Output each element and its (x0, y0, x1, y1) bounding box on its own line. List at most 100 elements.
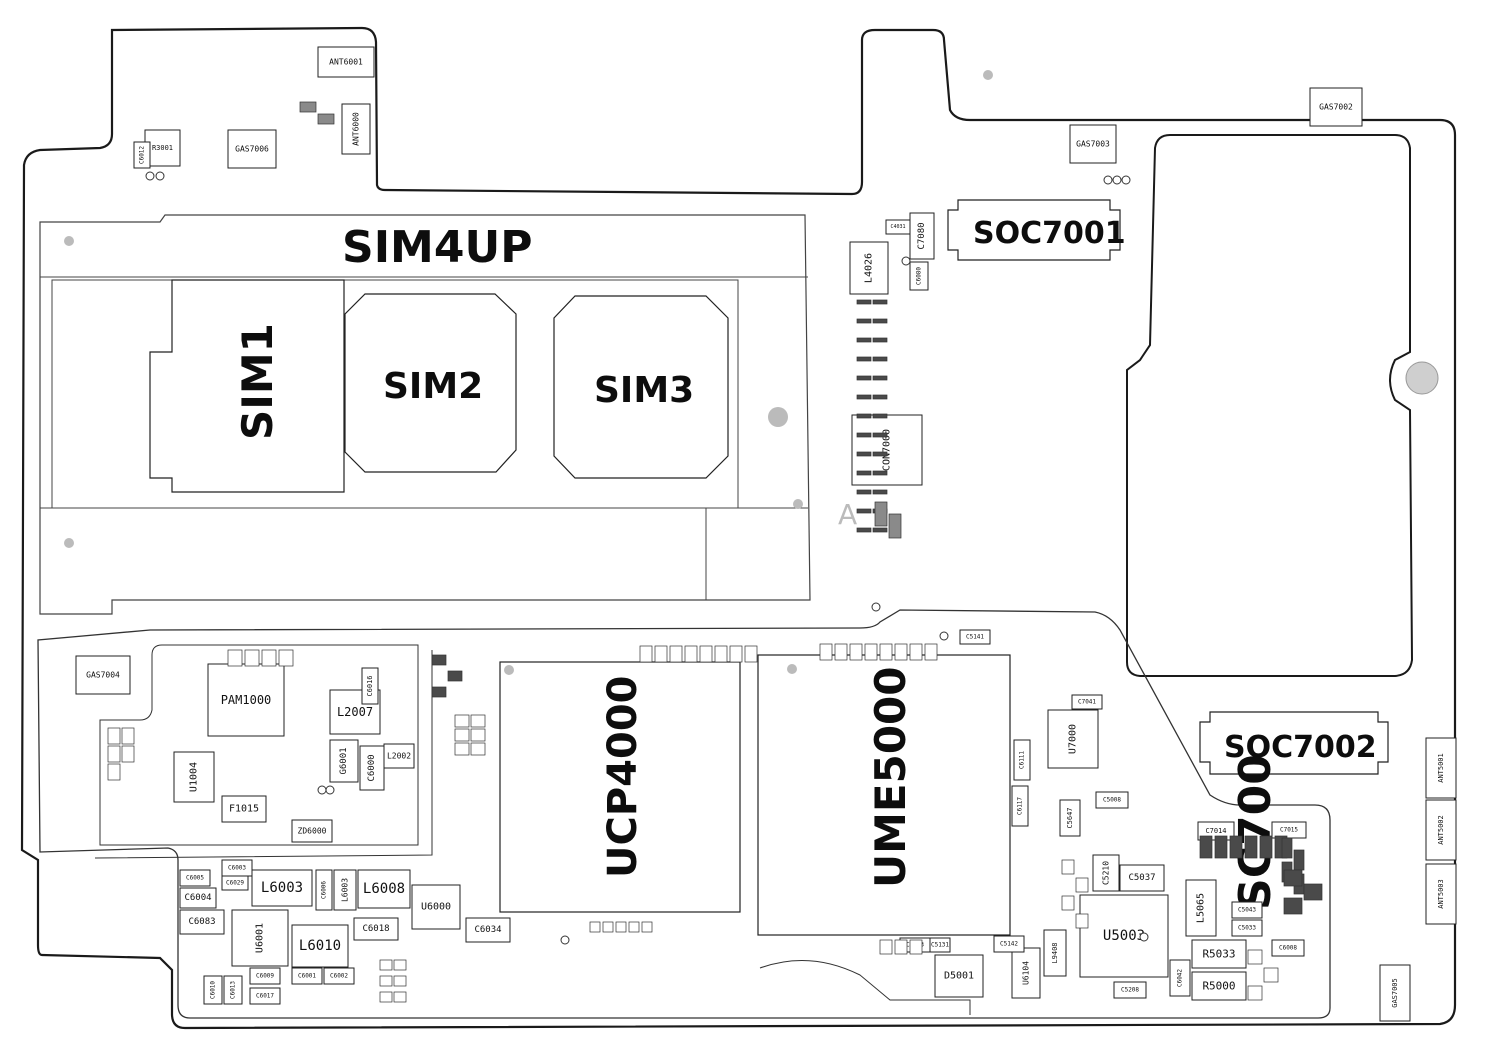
board-outline (20, 26, 1457, 1030)
passive-component (684, 645, 698, 663)
component-label: L4026 (864, 253, 875, 283)
test-point (560, 935, 570, 945)
component-c6117: C6117 (1011, 785, 1029, 827)
component-label: C6004 (184, 893, 211, 903)
passive-component (872, 299, 888, 305)
component-label: C6012 (139, 146, 146, 164)
passive-component (894, 643, 908, 661)
test-point (145, 171, 155, 181)
ucp4000-chip (499, 661, 741, 913)
soc7002-label: SOC7002 (1224, 730, 1377, 765)
component-label: C6111 (1019, 751, 1026, 769)
component-c4031: C4031 (885, 219, 911, 235)
component-ant6001: ANT6001 (317, 46, 375, 78)
component-label: L2002 (387, 752, 411, 761)
component-outline (1079, 894, 1169, 978)
passive-component (278, 649, 294, 667)
passive-component (1283, 869, 1303, 887)
component-r3001: R3001 (144, 129, 181, 167)
passive-component (834, 643, 848, 661)
component-outline (291, 967, 323, 985)
component-label: C6083 (188, 917, 215, 927)
component-u6001: U6001 (231, 909, 289, 967)
component-label: L6008 (363, 881, 405, 897)
component-c5008: C5008 (1095, 791, 1129, 809)
component-label: C6001 (298, 973, 316, 980)
passive-component (872, 337, 888, 343)
passive-component (107, 727, 121, 745)
component-label: L6010 (299, 938, 341, 954)
component-label: U7000 (1068, 724, 1079, 754)
component-c5131: C5131 (929, 937, 951, 953)
component-label: R5000 (1202, 980, 1235, 993)
test-point (939, 631, 949, 641)
ume5000-label: UME5000 (866, 667, 915, 888)
component-label: C6042 (1177, 969, 1184, 987)
passive-component (872, 451, 888, 457)
component-outline (317, 46, 375, 78)
component-label: L6003 (341, 878, 350, 902)
component-outline (1095, 791, 1129, 809)
component-label: U5003 (1103, 928, 1145, 944)
component-outline (383, 743, 415, 769)
component-u7000: U7000 (1047, 709, 1099, 769)
component-outline (329, 739, 359, 783)
passive-component (872, 318, 888, 324)
component-label: L2007 (337, 705, 373, 719)
passive-component (856, 470, 872, 476)
passive-component (872, 470, 888, 476)
component-outline (1069, 124, 1117, 164)
component-outline (1379, 964, 1411, 1022)
component-c6005: C6005 (179, 869, 211, 887)
component-g6001: G6001 (329, 739, 359, 783)
component-label: C5142 (1000, 941, 1018, 948)
component-outline (465, 917, 511, 943)
test-point (871, 602, 881, 612)
component-outline (1309, 87, 1363, 127)
component-gas7004: GAS7004 (75, 655, 131, 695)
passive-component (1061, 859, 1075, 875)
component-outline (249, 967, 281, 985)
mount-hole (1405, 361, 1439, 395)
test-point (1139, 932, 1149, 942)
component-outline (1043, 929, 1067, 977)
component-outline (1113, 981, 1147, 999)
component-outline (1011, 785, 1029, 827)
component-c5142: C5142 (993, 935, 1025, 953)
soc7001-connector (947, 199, 1121, 261)
component-outline (333, 869, 357, 911)
passive-component (1259, 835, 1273, 859)
component-outline (179, 909, 225, 935)
passive-component (849, 643, 863, 661)
component-l4026: L4026 (849, 241, 889, 295)
component-label: C5647 (1066, 807, 1074, 828)
component-label: ANT5001 (1437, 753, 1445, 783)
passive-component (470, 742, 486, 756)
component-outline (249, 987, 281, 1005)
sim1-outline (149, 279, 345, 493)
sim3-outline (553, 295, 729, 479)
passive-component (602, 921, 614, 933)
passive-component (1281, 837, 1293, 859)
passive-component (874, 501, 888, 527)
passive-component (856, 413, 872, 419)
component-outline (1271, 939, 1305, 957)
component-outline (227, 129, 277, 169)
passive-component (317, 113, 335, 125)
component-outline (173, 751, 215, 803)
component-label: C5037 (1128, 873, 1155, 883)
component-label: C5008 (1103, 797, 1121, 804)
passive-component (879, 939, 893, 955)
passive-component (872, 356, 888, 362)
component-outline (179, 887, 217, 909)
component-ant5003: ANT5003 (1425, 863, 1457, 925)
component-outline (1059, 799, 1081, 837)
passive-component (856, 375, 872, 381)
component-label: L9408 (1051, 942, 1059, 963)
component-outline (359, 745, 385, 791)
component-outline (993, 935, 1025, 953)
component-label: C6013 (230, 981, 237, 999)
passive-component (454, 714, 470, 728)
passive-component (856, 394, 872, 400)
